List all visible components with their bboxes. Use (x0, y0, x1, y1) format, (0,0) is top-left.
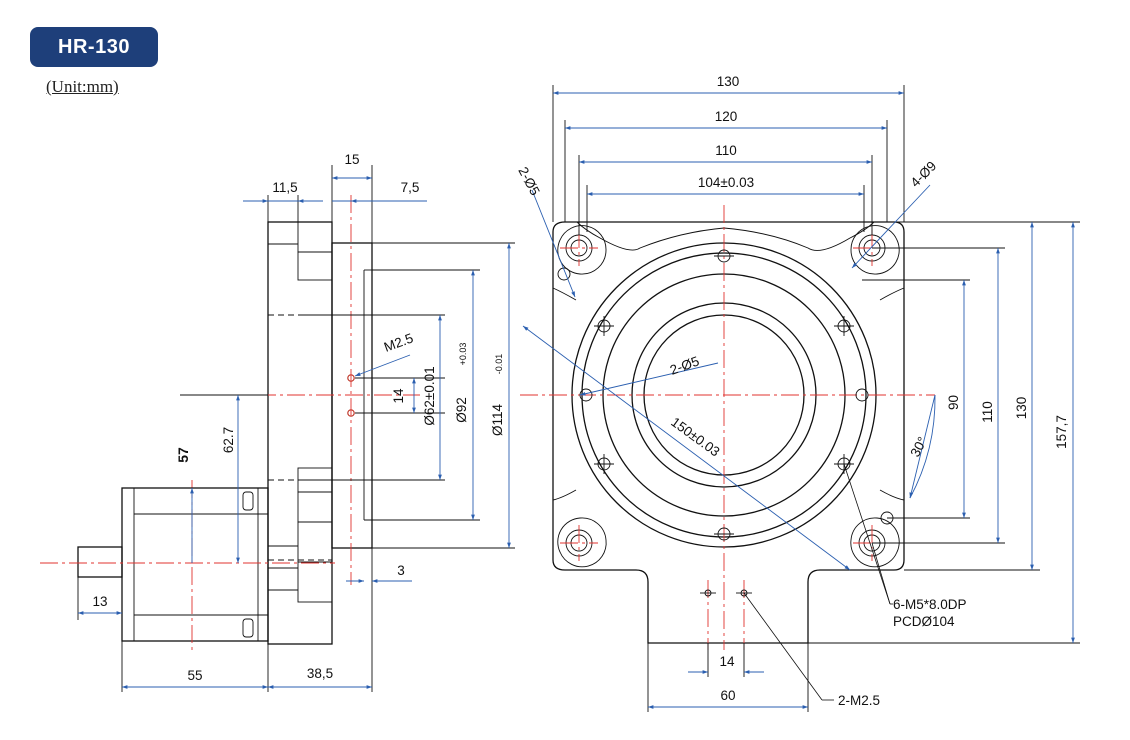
dim-55: 55 (187, 668, 202, 683)
dim-2o5-mid: 2-Ø5 (668, 353, 701, 377)
motor-body (121, 487, 269, 642)
dim-38-5: 38,5 (307, 666, 333, 681)
dim-o114-tol: -0.01 (494, 354, 504, 375)
dim-7-5: 7,5 (401, 180, 420, 195)
note-m5-thread: 6-M5*8.0DP (893, 597, 967, 612)
dim-60: 60 (720, 688, 735, 703)
dim-110-top: 110 (715, 143, 737, 158)
dim-130-top: 130 (717, 74, 740, 89)
flange-body (267, 221, 333, 645)
dim-m2-5: M2.5 (382, 330, 415, 354)
dim-15: 15 (344, 152, 359, 167)
dim-o114: Ø114 (490, 404, 505, 437)
note-pcd: PCDØ104 (893, 614, 955, 629)
dim-62-7: 62.7 (221, 427, 236, 453)
dim-14-bottom: 14 (719, 654, 735, 669)
dim-o92-tol: +0.03 (458, 343, 468, 366)
front-plate (331, 242, 373, 549)
front-view: 130 120 110 104±0.03 2-Ø5 4-Ø9 2-Ø5 150±… (515, 74, 1080, 712)
dim-4o9: 4-Ø9 (908, 158, 940, 190)
dim-14-side: 14 (391, 388, 406, 404)
dim-90: 90 (946, 395, 961, 410)
dim-130-right: 130 (1014, 397, 1029, 420)
unit-label: (Unit:mm) (46, 77, 119, 96)
dim-13: 13 (92, 594, 107, 609)
note-m2-5: 2-M2.5 (838, 693, 880, 708)
dim-120: 120 (715, 109, 738, 124)
dim-110-right: 110 (980, 401, 995, 423)
flange-outline (552, 221, 905, 644)
dim-11-5: 11,5 (272, 180, 297, 195)
side-view: 15 11,5 7,5 M2.5 14 Ø62±0.01 Ø92 +0.03 Ø… (40, 152, 515, 692)
dim-o92: Ø92 (454, 397, 469, 423)
motor-shaft (77, 546, 123, 578)
dim-150: 150±0.03 (668, 414, 722, 459)
model-badge: HR-130 (30, 27, 158, 67)
dim-3: 3 (397, 563, 405, 578)
dim-104: 104±0.03 (698, 175, 754, 190)
dim-57: 57 (175, 447, 191, 463)
model-label: HR-130 (58, 35, 130, 58)
dim-2o5-top: 2-Ø5 (515, 164, 542, 198)
dim-157-7: 157,7 (1054, 415, 1069, 449)
dim-o62: Ø62±0.01 (422, 366, 437, 425)
